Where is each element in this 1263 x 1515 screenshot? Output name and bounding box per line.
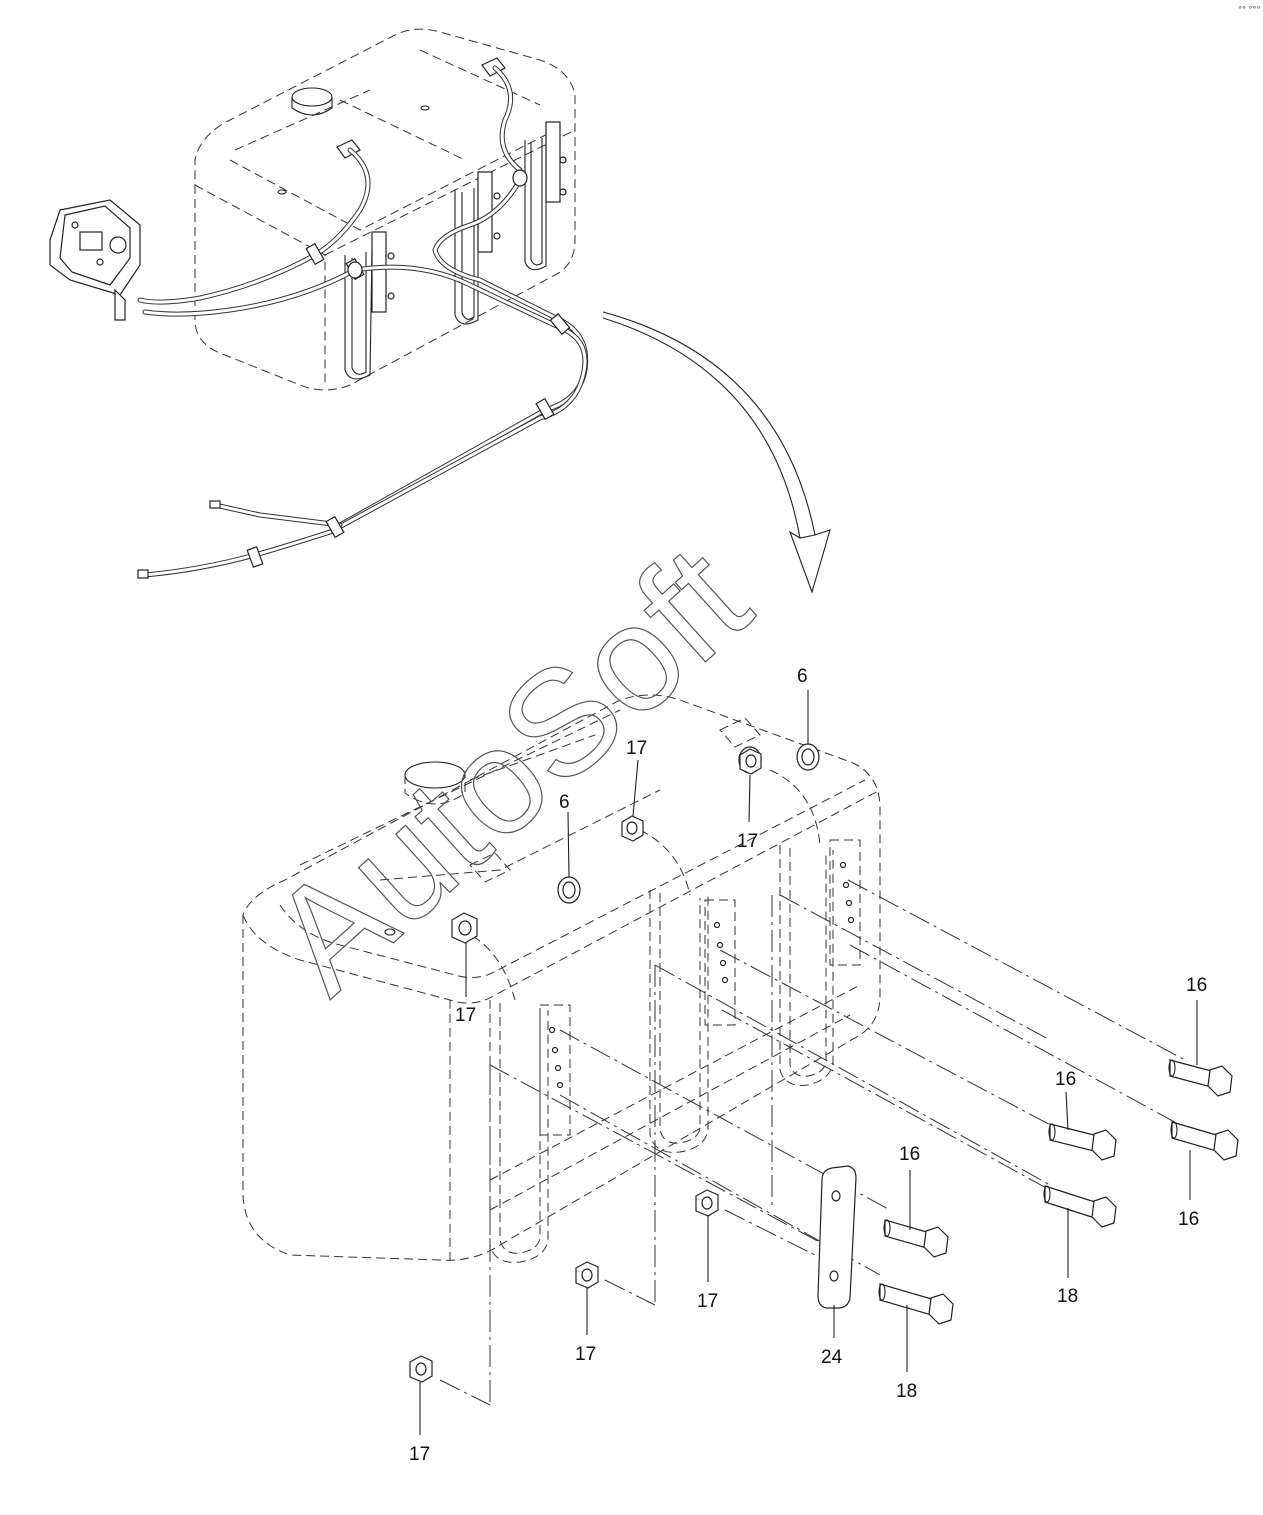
bolt-18-b: [878, 1283, 954, 1325]
clamp-6c: [796, 743, 820, 771]
callout-16: 16: [1178, 1209, 1199, 1230]
callout-17: 17: [737, 831, 758, 852]
bolt-16-c: [1170, 1121, 1239, 1161]
watermark-text: AutoSoft: [239, 514, 779, 1024]
detail-arrow: [602, 311, 831, 594]
nut-17-lower-a: [575, 1261, 599, 1289]
callout-16: 16: [1186, 975, 1207, 996]
clamp-6b: [557, 876, 581, 904]
valve-assembly: [49, 199, 141, 321]
nut-17-left: [451, 912, 478, 944]
callout-17: 17: [409, 1444, 430, 1465]
callout-17: 17: [626, 738, 647, 759]
bolt-16-d: [883, 1219, 949, 1258]
plate-24: [817, 1165, 857, 1309]
callout-18: 18: [1057, 1286, 1078, 1307]
exploded-assembly: [242, 690, 1239, 1435]
nut-17-top-a: [621, 815, 644, 842]
callout-18: 18: [896, 1381, 917, 1402]
nut-17-top-b: [739, 748, 762, 775]
callout-16: 16: [899, 1144, 920, 1165]
callout-17: 17: [575, 1344, 596, 1365]
bolt-16-b: [1048, 1123, 1117, 1161]
callout-6: 6: [559, 792, 570, 813]
corner-mark: °° °°°: [1238, 5, 1261, 14]
callout-17: 17: [697, 1291, 718, 1312]
bolt-16-a: [1168, 1059, 1233, 1097]
overview-assembly: [49, 28, 589, 579]
nut-17-lower-b: [695, 1189, 719, 1217]
leader-lines: [419, 690, 1198, 1435]
callout-6: 6: [797, 666, 808, 687]
callout-24: 24: [821, 1347, 843, 1368]
bolt-18-a: [1043, 1185, 1117, 1228]
nut-17-lower-c: [409, 1355, 433, 1383]
callout-labels: 6 6 17 17 17 17 17 17 17 16 16 16 16 18 …: [409, 666, 1207, 1465]
callout-16: 16: [1055, 1069, 1076, 1090]
callout-17: 17: [455, 1005, 476, 1026]
